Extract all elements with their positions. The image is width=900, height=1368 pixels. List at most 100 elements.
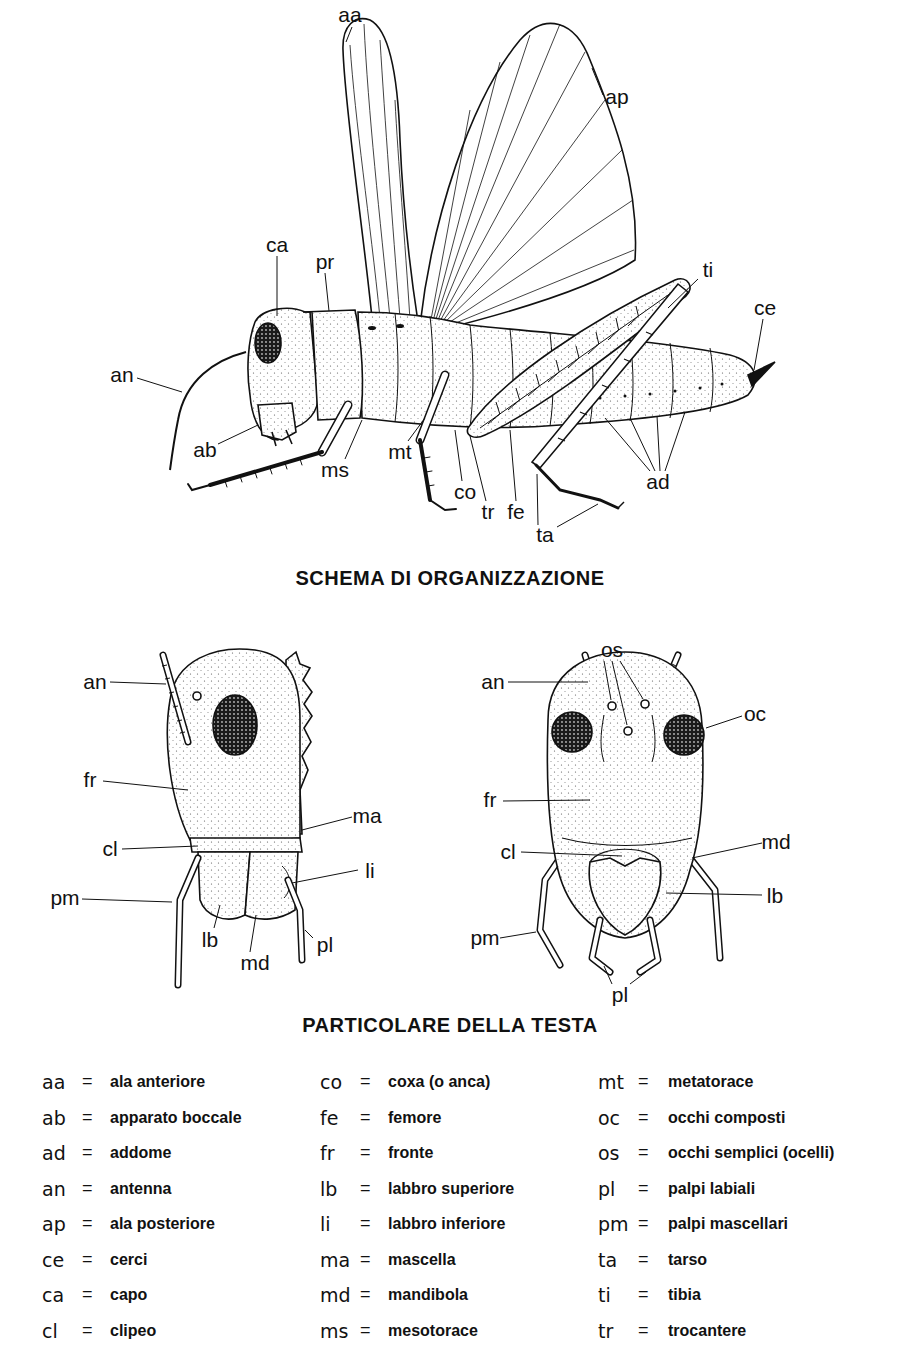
leader-lines: [325, 273, 329, 311]
key-abbreviation: tr: [598, 1320, 613, 1341]
key-equals: =: [638, 1108, 649, 1128]
part-label: pm: [470, 926, 499, 949]
head-side-view: [162, 665, 185, 733]
hind-leg: [508, 388, 520, 410]
key-abbreviation: ce: [42, 1249, 64, 1270]
fore-wing: [380, 40, 400, 318]
part-label: an: [481, 670, 504, 693]
key-abbreviation: mt: [598, 1072, 624, 1093]
key-term: trocantere: [668, 1322, 746, 1340]
hind-leg: [548, 360, 559, 382]
part-label: pr: [316, 250, 335, 273]
head-front-view: [601, 715, 655, 762]
key-abbreviation: cl: [42, 1320, 58, 1341]
key-term: antenna: [110, 1180, 171, 1198]
leader-lines: [137, 27, 763, 527]
key-term: ala posteriore: [110, 1215, 215, 1233]
leader-lines: [557, 504, 598, 527]
section-heading: SCHEMA DI ORGANIZZAZIONE: [295, 567, 604, 589]
leader-lines: [537, 474, 538, 525]
key-term: apparato boccale: [110, 1109, 242, 1127]
pronotum: [303, 310, 362, 420]
key-abbreviation: ap: [42, 1214, 66, 1235]
leader-lines: [82, 899, 172, 902]
hind-wing: [420, 23, 636, 330]
key-equals: =: [638, 1214, 649, 1234]
head-side-view: [288, 880, 302, 960]
head-front-view: [592, 920, 610, 972]
head-front-view: [562, 838, 692, 846]
key-abbreviation: ca: [42, 1285, 64, 1306]
hind-leg: [536, 465, 618, 508]
section-heading: PARTICOLARE DELLA TESTA: [302, 1014, 598, 1036]
hind-leg: [608, 318, 619, 340]
legs: [210, 452, 322, 485]
key-abbreviation: pm: [598, 1214, 629, 1235]
part-label: ma: [352, 804, 381, 827]
part-label: ad: [646, 470, 669, 493]
legs: [188, 375, 456, 510]
leader-lines: [503, 800, 590, 801]
part-label: li: [365, 859, 374, 882]
body: [670, 343, 673, 418]
head-front-view: [547, 652, 703, 938]
legs: [424, 457, 434, 486]
head-front-view: [624, 727, 632, 735]
body: [710, 348, 713, 412]
pronotum: [303, 310, 362, 420]
key-term: palpi labiali: [668, 1180, 755, 1198]
body: [649, 393, 652, 396]
leader-lines: [455, 430, 462, 481]
legs: [420, 375, 445, 440]
key-abbreviation: ms: [320, 1320, 348, 1341]
key-abbreviation: md: [320, 1285, 351, 1306]
fore-wing: [364, 24, 390, 318]
key-abbreviation: ab: [42, 1107, 66, 1128]
part-label: ap: [605, 85, 628, 108]
key-equals: =: [360, 1143, 371, 1163]
leader-lines: [250, 915, 256, 952]
hind-leg: [628, 306, 638, 326]
head-side-view: [163, 655, 188, 742]
leader-lines: [666, 893, 762, 895]
leader-lines: [302, 817, 352, 830]
key-equals: =: [82, 1072, 93, 1092]
part-label: pl: [317, 933, 333, 956]
head-front-view: [690, 858, 720, 958]
key-equals: =: [82, 1250, 93, 1270]
hind-leg: [528, 374, 539, 396]
key-abbreviation: li: [320, 1214, 331, 1235]
key-abbreviation: os: [598, 1143, 620, 1164]
head: [255, 323, 281, 363]
key-abbreviation: oc: [598, 1107, 620, 1128]
part-label: fe: [507, 500, 525, 523]
part-label: cl: [102, 837, 117, 860]
key-equals: =: [360, 1321, 371, 1341]
key-term: palpi mascellari: [668, 1215, 788, 1233]
part-label: fr: [84, 768, 97, 791]
key-term: occhi composti: [668, 1109, 785, 1127]
head-front-view: [552, 712, 592, 752]
leader-lines: [604, 966, 646, 984]
body: [721, 383, 724, 386]
head-side-view: [163, 655, 188, 742]
head-front-view: [690, 858, 720, 958]
leader-lines: [137, 378, 182, 392]
hind-leg: [618, 502, 624, 508]
body: [368, 326, 376, 330]
part-label: an: [83, 670, 106, 693]
key-equals: =: [638, 1321, 649, 1341]
key-term: fronte: [388, 1144, 433, 1162]
part-label: lb: [767, 884, 783, 907]
hind-leg: [558, 332, 653, 441]
hind-wing: [444, 200, 633, 326]
part-label: aa: [338, 3, 361, 26]
hind-leg: [532, 284, 688, 468]
head-side-view: [193, 692, 201, 700]
head: [272, 430, 292, 446]
hind-wing: [434, 35, 530, 325]
key-term: mascella: [388, 1251, 456, 1269]
part-label: mt: [388, 440, 411, 463]
leader-lines: [214, 905, 220, 928]
